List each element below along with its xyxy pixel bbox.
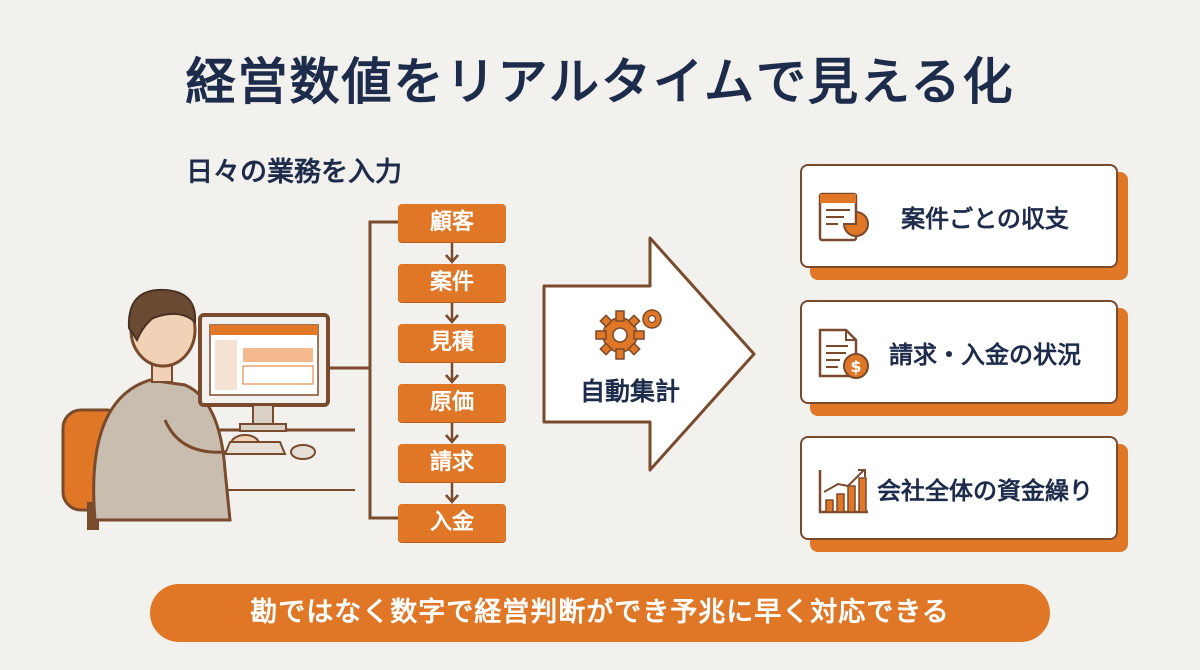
- output-card-billing-status: $ 請求・入金の状況: [800, 300, 1118, 404]
- invoice-dollar-icon: $: [818, 328, 869, 379]
- person-at-computer-illustration: [61, 288, 355, 530]
- input-connector-bracket: [330, 220, 398, 520]
- output-label: 請求・入金の状況: [889, 340, 1081, 369]
- step-project: 案件: [398, 264, 506, 302]
- step-flow-arrows: [445, 240, 459, 504]
- auto-aggregate-label: 自動集計: [579, 377, 680, 406]
- step-customer: 顧客: [398, 204, 506, 242]
- step-cost: 原価: [398, 384, 506, 422]
- output-card-cash-flow: 会社全体の資金繰り: [800, 436, 1118, 540]
- auto-aggregate-arrow: [542, 236, 756, 472]
- conclusion-banner: 勘ではなく数字で経営判断ができ予兆に早く対応できる: [150, 584, 1050, 642]
- document-pie-chart-icon: [818, 192, 869, 242]
- step-billing: 請求: [398, 444, 506, 482]
- bar-chart-growth-icon: [818, 469, 868, 514]
- input-section-label: 日々の業務を入力: [186, 157, 402, 188]
- step-estimate: 見積: [398, 324, 506, 362]
- output-label: 会社全体の資金繰り: [877, 476, 1093, 505]
- gears-icon: [595, 309, 662, 360]
- step-payment: 入金: [398, 504, 506, 542]
- output-card-project-profit: 案件ごとの収支: [800, 164, 1118, 268]
- svg-text:$: $: [850, 357, 861, 376]
- output-label: 案件ごとの収支: [901, 204, 1069, 233]
- page-title: 経営数値をリアルタイムで見える化: [185, 53, 1015, 111]
